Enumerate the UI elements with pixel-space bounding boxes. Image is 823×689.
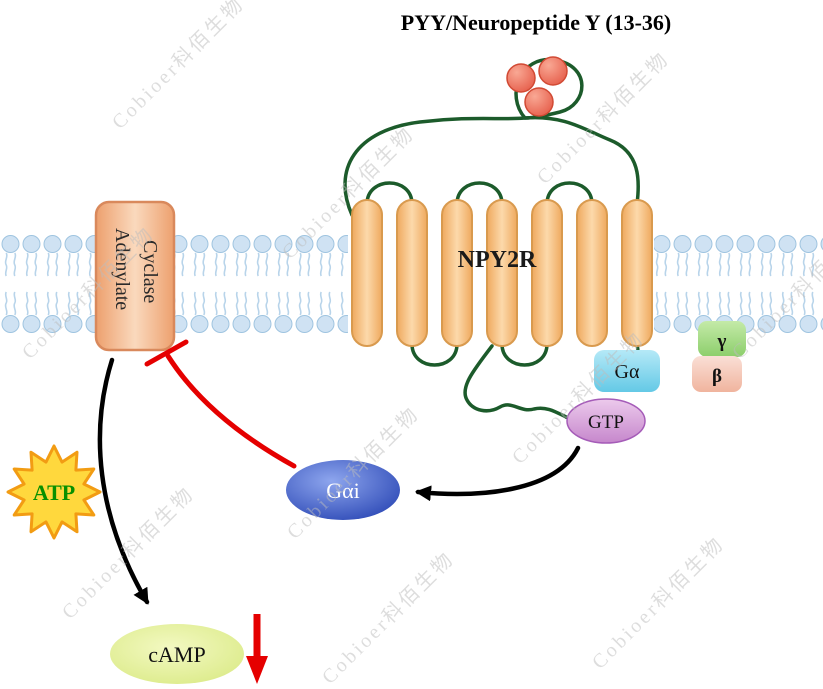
- ligand-circle: [506, 63, 536, 93]
- receptor-helix: [531, 199, 563, 347]
- receptor-helices: [351, 199, 653, 347]
- g-alpha-box: [594, 350, 660, 392]
- g-alpha-label: Gα: [615, 361, 640, 383]
- diagram-title: PYY/Neuropeptide Y (13-36): [401, 10, 672, 35]
- receptor-helix: [441, 199, 473, 347]
- inhibition-arrow-bar: [144, 339, 189, 367]
- beta-box: [692, 356, 742, 392]
- receptor-n-terminus-loop: [343, 115, 640, 217]
- gtp-label: GTP: [588, 412, 624, 433]
- receptor-helix: [621, 199, 653, 347]
- camp-label: cAMP: [148, 642, 205, 667]
- receptor-helix: [351, 199, 383, 347]
- gamma-box: [698, 321, 746, 357]
- watermark-text: Cobioer科佰生物: [107, 0, 249, 134]
- activation-arrow-gtp-to-gai: [415, 445, 581, 502]
- intracellular-loop-2: [500, 342, 549, 367]
- camp-ellipse: [110, 624, 244, 684]
- extracellular-loop-3: [545, 181, 594, 206]
- atp-label: ATP: [33, 480, 75, 505]
- receptor-helix: [486, 199, 518, 347]
- ligand-circle: [538, 56, 568, 86]
- gai-ellipse: [286, 460, 400, 520]
- receptor-helix: [576, 199, 608, 347]
- extracellular-loop-1: [365, 181, 414, 206]
- receptor-label: NPY2R: [458, 247, 537, 273]
- atp-star: [6, 444, 102, 540]
- watermark-text: Cobioer科佰生物: [317, 547, 459, 689]
- activation-arrow-ac-to-camp: [97, 357, 150, 605]
- receptor-helix: [396, 199, 428, 347]
- ligand: [506, 56, 568, 117]
- gamma-label: γ: [717, 331, 727, 352]
- intracellular-loop-1: [410, 342, 459, 367]
- beta-label: β: [712, 366, 722, 387]
- extracellular-loop-2: [455, 181, 504, 206]
- inhibition-arrow: [165, 353, 297, 469]
- gtp-ellipse: [566, 398, 646, 444]
- adenylate-cyclase-label-line2: Cyclase: [139, 240, 161, 303]
- adenylate-cyclase-box: [94, 200, 176, 352]
- adenylate-cyclase-label-line1: Adenylate: [111, 228, 133, 310]
- watermark-text: Cobioer科佰生物: [587, 532, 729, 674]
- camp-decrease-arrow: [246, 614, 268, 684]
- gai-label: Gαi: [326, 478, 360, 503]
- ligand-circle: [524, 87, 554, 117]
